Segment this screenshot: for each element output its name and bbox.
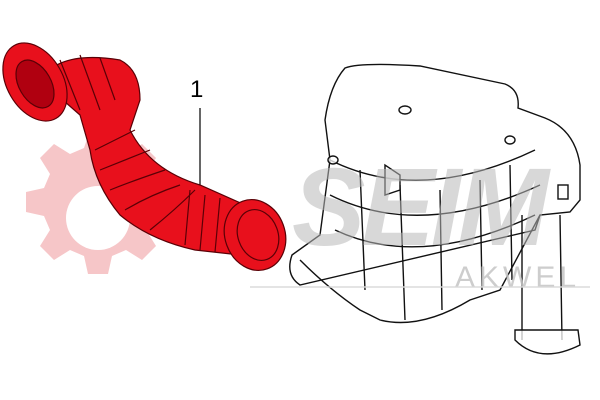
watermark-logo: SEIM AKWEL	[250, 146, 590, 294]
watermark-sub-brand: AKWEL	[455, 261, 580, 294]
callout-label-1: 1	[190, 76, 204, 103]
air-filter-box	[289, 63, 581, 355]
hose-part	[2, 42, 287, 271]
watermark-brand: SEIM	[292, 146, 551, 269]
